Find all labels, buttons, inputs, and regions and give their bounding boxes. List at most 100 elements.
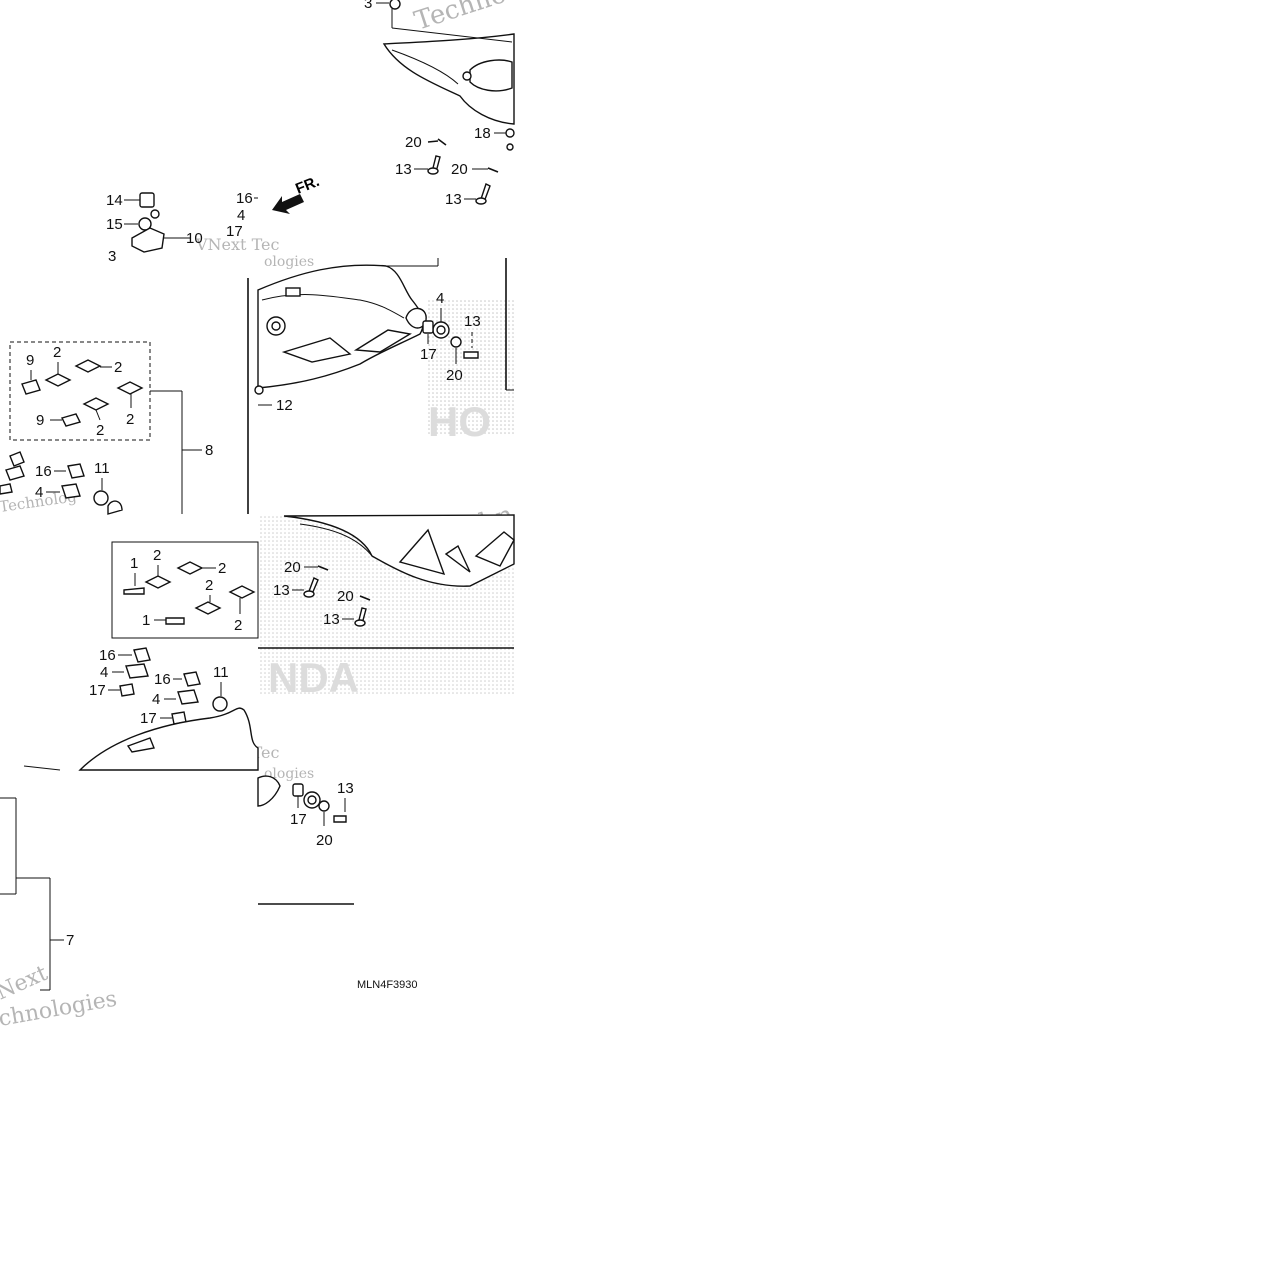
callout-4: 4 [152,691,160,708]
clip-nut-part [139,192,155,208]
bolt-hole [462,71,472,81]
callout-20: 20 [446,367,463,384]
callout-15: 15 [106,216,123,233]
kit-7-leader: 7 [0,797,74,991]
pad-part [116,381,144,395]
spring-part [5,465,25,481]
skid-plate-part [78,707,259,771]
bracket-part [131,227,165,253]
nut-part [183,671,201,687]
leader-line [391,27,513,43]
bolt-part [463,351,479,359]
pad-part [74,359,102,373]
skid-plate-part [257,775,281,807]
bolt-head [475,197,487,205]
callout-20: 20 [405,134,422,151]
callout-11: 11 [94,460,110,477]
skid-plate-vent [353,329,412,353]
diagram-code: MLN4F3930 [357,979,418,991]
callout-2: 2 [218,560,226,577]
clip-part [317,565,329,571]
callout-17: 17 [89,682,106,699]
skid-plate-bracket [474,531,515,567]
spring-part [125,663,149,679]
pad-strip [123,587,145,595]
watermark-technologies: ologies [264,254,314,270]
pad-kit-7: 1 2 2 2 2 1 16 4 17 16 4 17 11 [23,541,259,771]
callout-18: 18 [474,125,491,142]
callout-9: 9 [26,352,34,369]
callout-10: 10 [186,230,203,247]
callout-13: 13 [445,191,462,208]
grommet-part [212,696,228,712]
bracket-tab [405,307,427,329]
callout-11: 11 [213,664,229,681]
leader-line [95,409,101,421]
rubber-pad [285,287,301,297]
spring-part [177,689,199,705]
callout-13: 13 [273,582,290,599]
callout-16: 16 [99,647,116,664]
callout-1: 1 [142,612,150,629]
callout-20: 20 [337,588,354,605]
callout-13: 13 [464,313,481,330]
bolt-head [427,167,439,175]
callout-3: 3 [364,0,372,12]
spring-part [61,483,81,499]
clip-part [359,595,371,601]
mount-hole [271,321,281,331]
pad-part [21,379,41,395]
callout-4: 4 [100,664,108,681]
skid-plate-vent [281,337,352,363]
arrow-icon [272,194,304,214]
callout-4: 4 [436,290,444,307]
pad-part [194,601,222,615]
grommet-part [254,385,264,395]
grommet-part [506,143,514,151]
callout-9: 9 [36,412,44,429]
bolt-part [333,815,347,823]
pad-part [144,575,172,589]
grommet-part [505,128,515,138]
bolt-head [303,590,315,598]
callout-20: 20 [451,161,468,178]
pad-part [60,413,82,427]
callout-12: 12 [276,397,293,414]
pad-strip [165,617,185,625]
callout-2: 2 [234,617,242,634]
callout-17: 17 [140,710,157,727]
callout-4: 4 [237,207,245,224]
callout-2: 2 [205,577,213,594]
skid-plate-opening [469,59,513,92]
callout-16: 16 [236,190,253,207]
collar-part [119,683,135,697]
kit-box [111,541,259,639]
skid-plate-edge [299,523,373,557]
callout-3: 3 [108,248,116,265]
callout-17: 17 [226,223,243,240]
washer-part [450,336,462,348]
washer-part [307,795,317,805]
callout-2: 2 [53,344,61,361]
lower-plate-bottom-assembly: 20 13 20 13 [258,514,515,649]
callout-16: 16 [35,463,52,480]
callout-20: 20 [284,559,301,576]
skid-plate-vent [398,528,446,576]
nut-part [9,451,25,467]
callout-2: 2 [114,359,122,376]
pad-part [228,585,256,599]
rear-mount-assembly: 17 20 13 [257,775,354,905]
watermark-honda: NDA [268,654,359,701]
callout-17: 17 [420,346,437,363]
callout-17: 17 [290,811,307,828]
watermark-technologies: Techno [411,0,510,37]
direction-label: FR. [293,173,322,198]
bolt-head [354,619,366,627]
collar-part [422,320,434,334]
clip-part [427,138,447,146]
callout-1: 1 [130,555,138,572]
callout-16: 16 [154,671,171,688]
washer-part [436,325,446,335]
callout-2: 2 [96,422,104,439]
